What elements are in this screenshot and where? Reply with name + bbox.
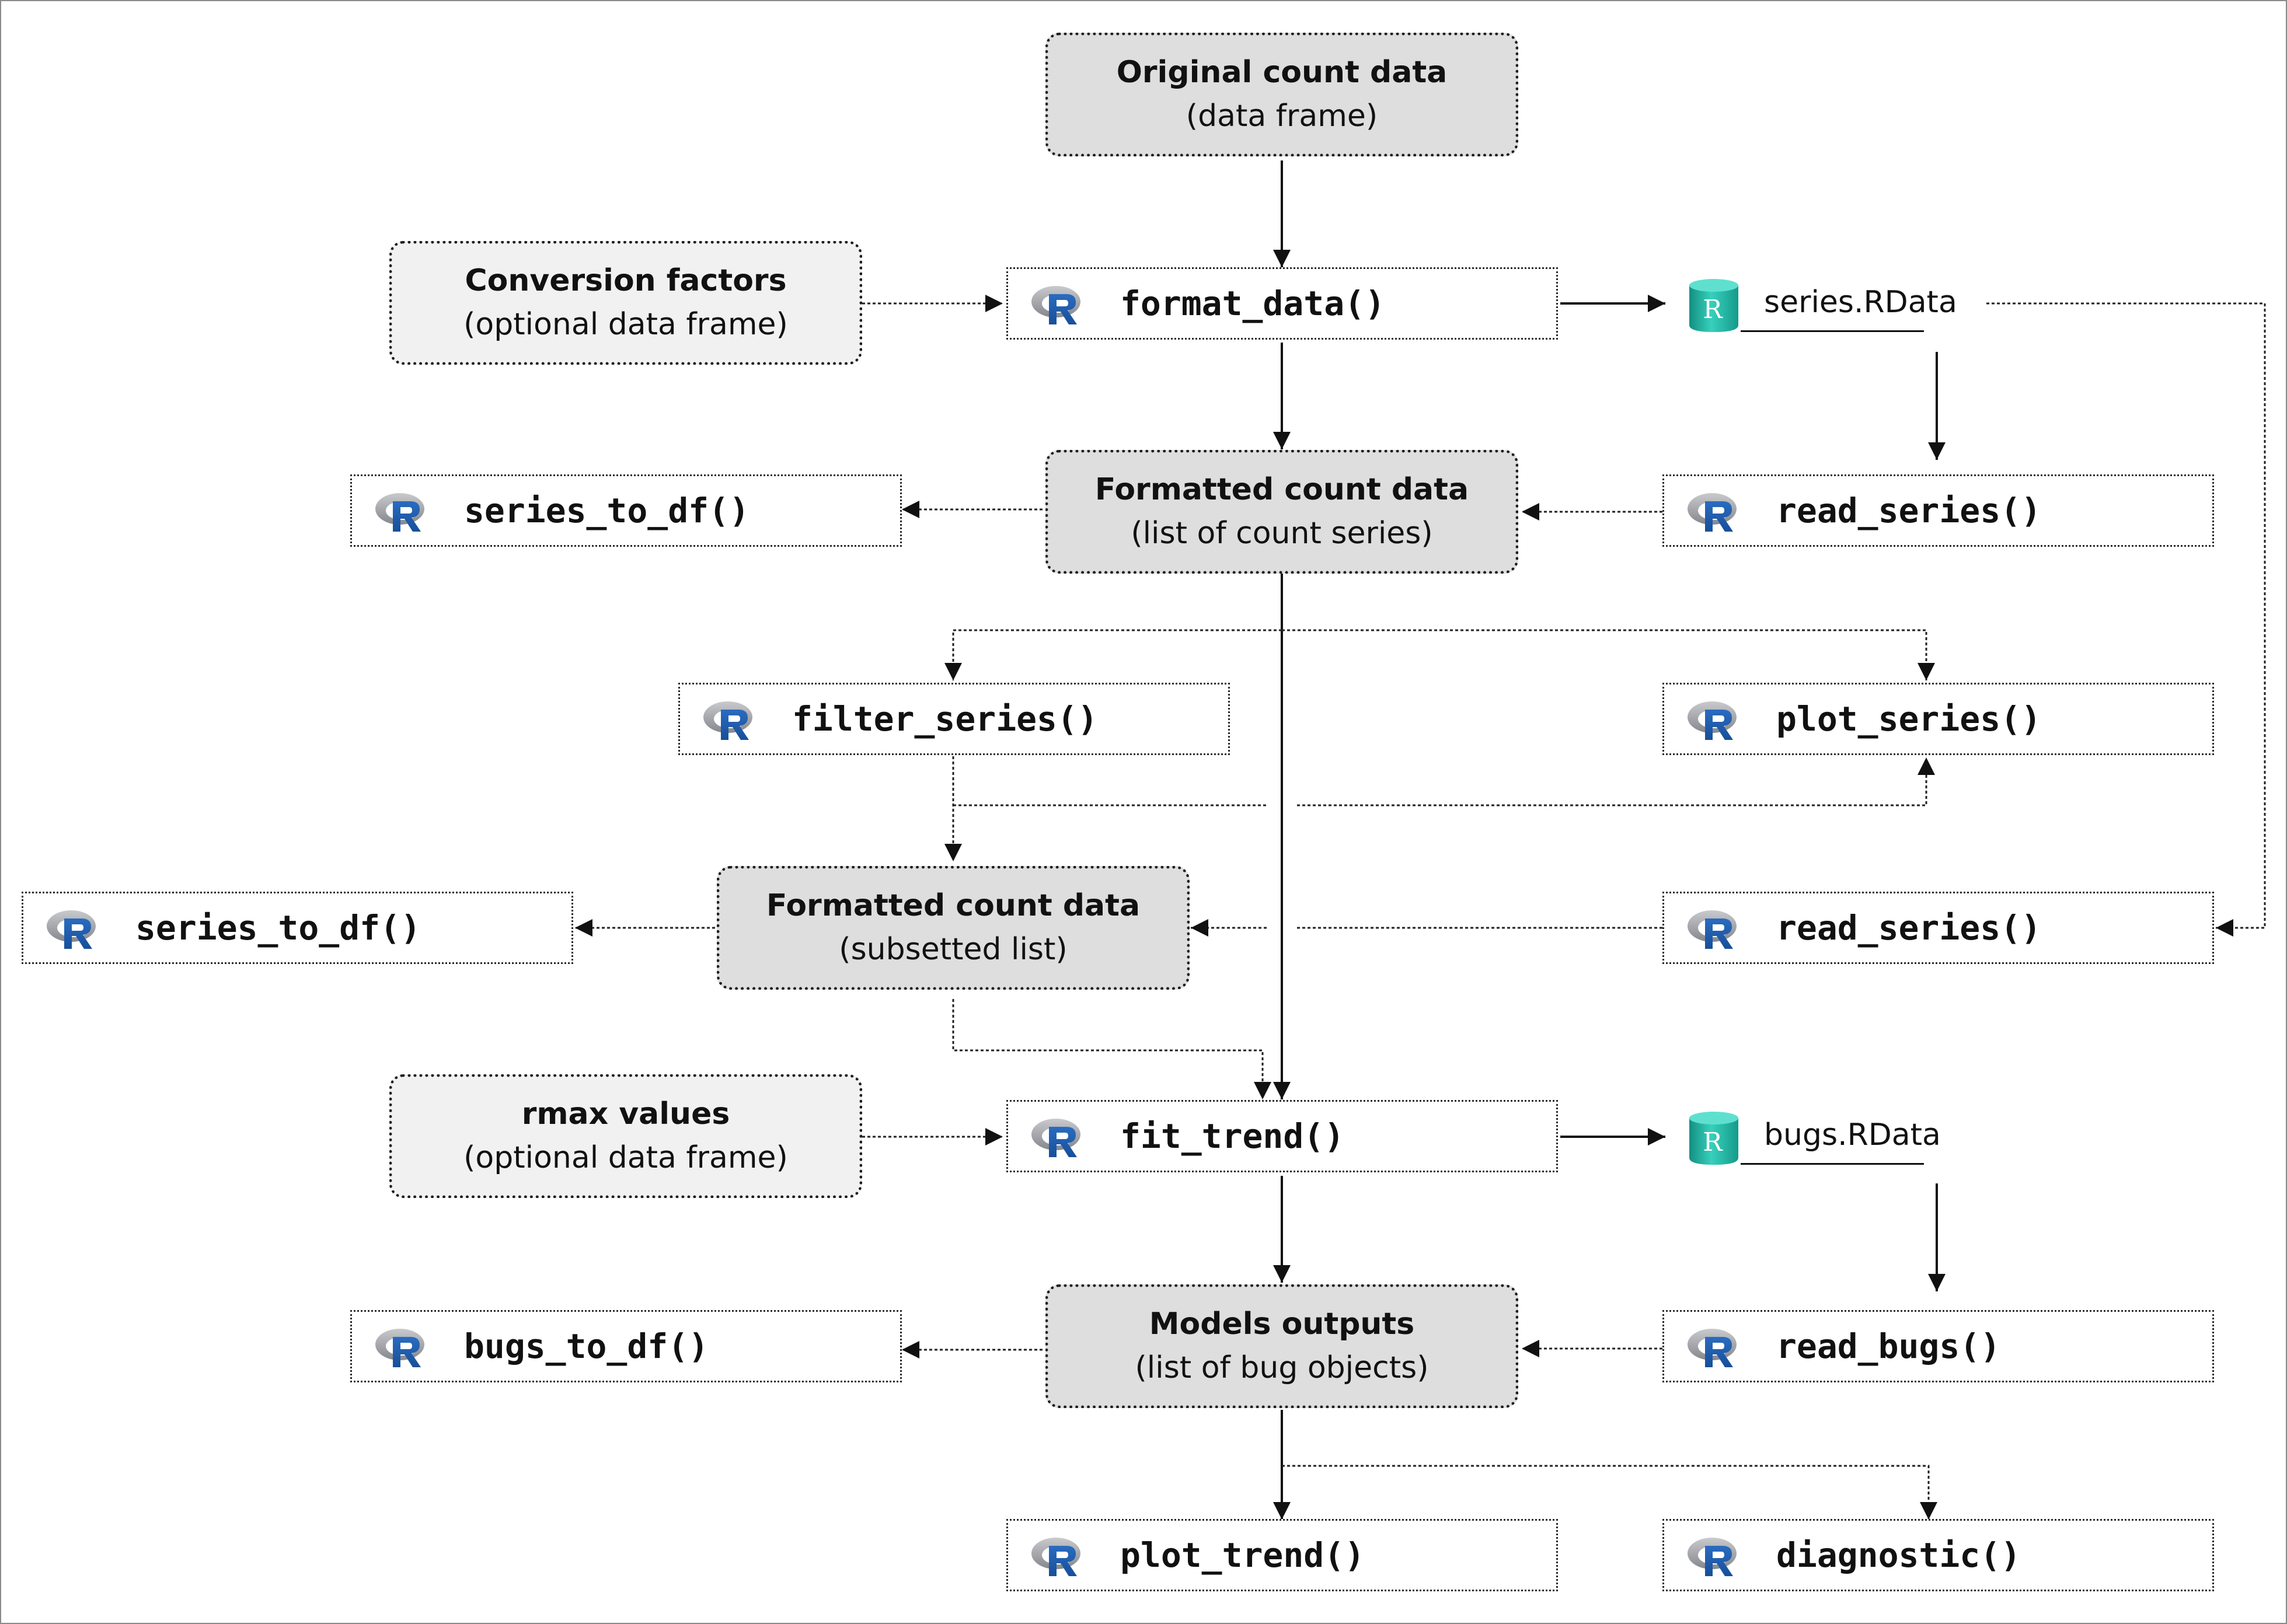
r-logo-icon: [1688, 701, 1737, 740]
r-logo-icon: [1688, 1538, 1737, 1576]
fn-series-to-df-1[interactable]: series_to_df(): [350, 474, 902, 547]
node-formatted-title: Formatted count data: [1094, 472, 1469, 507]
r-logo-icon: [47, 910, 96, 949]
database-icon: R: [1689, 279, 1738, 332]
node-rmax-title: rmax values: [521, 1096, 730, 1131]
fn-read-bugs-label: read_bugs(): [1776, 1326, 2001, 1366]
fn-plot-series[interactable]: plot_series(): [1662, 683, 2214, 755]
node-conversion-factors: Conversion factors (optional data frame): [389, 241, 862, 365]
fn-diagnostic[interactable]: diagnostic(): [1662, 1519, 2214, 1591]
fn-series-to-df-1-label: series_to_df(): [464, 491, 749, 530]
node-subsetted-count-data: Formatted count data (subsetted list): [717, 866, 1190, 990]
node-conversion-title: Conversion factors: [465, 263, 787, 298]
r-logo-icon: [1688, 910, 1737, 949]
node-subsetted-subtitle: (subsetted list): [839, 932, 1068, 967]
fn-format-data-label: format_data(): [1120, 284, 1385, 323]
fn-read-bugs[interactable]: read_bugs(): [1662, 1310, 2214, 1382]
edge-formatted-to-plot-series: [1282, 629, 1935, 680]
fn-read-series-1[interactable]: read_series(): [1662, 474, 2214, 547]
r-logo-icon: [375, 1329, 424, 1367]
node-original-subtitle: (data frame): [1186, 99, 1378, 134]
r-logo-icon: [1031, 1538, 1080, 1576]
edge-subsetted-to-fit: [952, 999, 1271, 1099]
node-rmax-values: rmax values (optional data frame): [389, 1074, 862, 1198]
edge-formatted-to-filter: [944, 629, 1282, 680]
node-models-title: Models outputs: [1149, 1306, 1415, 1342]
fn-plot-trend-label: plot_trend(): [1120, 1535, 1365, 1575]
fn-filter-series-label: filter_series(): [792, 699, 1098, 739]
fn-fit-trend-label: fit_trend(): [1120, 1116, 1345, 1156]
node-models-outputs: Models outputs (list of bug objects): [1045, 1284, 1518, 1408]
fn-plot-trend[interactable]: plot_trend(): [1006, 1519, 1558, 1591]
node-conversion-subtitle: (optional data frame): [463, 307, 788, 342]
fn-series-to-df-2-label: series_to_df(): [135, 908, 421, 948]
node-subsetted-title: Formatted count data: [766, 888, 1141, 923]
r-logo-icon: [1031, 1119, 1080, 1157]
r-logo-icon: [1031, 286, 1080, 324]
fn-format-data[interactable]: format_data(): [1006, 267, 1558, 340]
file-series-underline: [1741, 330, 1924, 332]
file-bugs-rdata: R bugs.RData: [1687, 1107, 1990, 1177]
file-bugs-underline: [1741, 1163, 1924, 1165]
fn-diagnostic-label: diagnostic(): [1776, 1535, 2021, 1575]
db-icon-letter: R: [1703, 295, 1723, 324]
file-bugs-label: bugs.RData: [1764, 1117, 1941, 1152]
node-formatted-count-data: Formatted count data (list of count seri…: [1045, 450, 1518, 574]
r-logo-icon: [703, 701, 752, 740]
node-models-subtitle: (list of bug objects): [1135, 1350, 1429, 1385]
fn-read-series-2-label: read_series(): [1776, 908, 2041, 948]
fn-read-series-1-label: read_series(): [1776, 491, 2041, 530]
r-logo-icon: [1688, 493, 1737, 532]
edge-models-to-diagnostic: [1282, 1465, 1937, 1520]
file-series-rdata: R series.RData: [1687, 274, 1990, 344]
node-formatted-subtitle: (list of count series): [1131, 516, 1433, 551]
fn-filter-series[interactable]: filter_series(): [678, 683, 1230, 755]
file-series-label: series.RData: [1764, 285, 1957, 320]
r-logo-icon: [375, 493, 424, 532]
node-original-count-data: Original count data (data frame): [1045, 33, 1518, 156]
fn-series-to-df-2[interactable]: series_to_df(): [22, 892, 573, 964]
fn-bugs-to-df-label: bugs_to_df(): [464, 1326, 709, 1366]
node-original-title: Original count data: [1116, 54, 1448, 90]
edge-subsetted-to-plot-series: [953, 757, 1926, 806]
database-icon: R: [1689, 1112, 1738, 1165]
fn-read-series-2[interactable]: read_series(): [1662, 892, 2214, 964]
fn-bugs-to-df[interactable]: bugs_to_df(): [350, 1310, 902, 1382]
fn-fit-trend[interactable]: fit_trend(): [1006, 1100, 1558, 1172]
edge-series-file-to-read-series: [1986, 302, 2266, 937]
r-logo-icon: [1688, 1329, 1737, 1367]
db-icon-letter: R: [1703, 1127, 1723, 1157]
node-rmax-subtitle: (optional data frame): [463, 1140, 788, 1175]
fn-plot-series-label: plot_series(): [1776, 699, 2041, 739]
